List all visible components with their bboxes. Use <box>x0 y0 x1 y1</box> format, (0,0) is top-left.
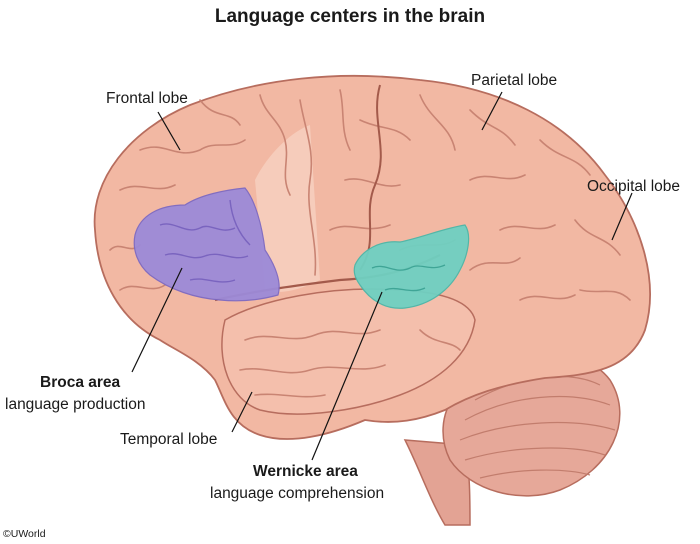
parietal-leader <box>481 91 503 131</box>
broca-gyri <box>159 199 251 283</box>
diagram-title: Language centers in the brain <box>214 6 486 27</box>
copyright-notice: ©UWorld <box>3 528 46 540</box>
temporal-lobe-outline <box>221 288 476 415</box>
broca-area <box>133 187 280 302</box>
frontal-leader <box>157 111 181 151</box>
broca-leader <box>131 267 183 373</box>
label-broca-area: Broca area <box>40 374 121 391</box>
label-occipital-lobe: Occipital lobe <box>587 178 681 195</box>
label-frontal-lobe: Frontal lobe <box>106 90 188 107</box>
occipital-leader <box>611 192 633 241</box>
central-sulcus <box>359 84 382 271</box>
label-broca-description: language production <box>5 396 146 413</box>
label-wernicke-description: language comprehension <box>210 485 385 502</box>
wernicke-leader <box>311 291 383 461</box>
leader-lines <box>131 91 633 461</box>
label-wernicke-area: Wernicke area <box>253 463 358 480</box>
label-temporal-lobe: Temporal lobe <box>120 431 218 448</box>
motor-strip-highlight <box>255 125 320 292</box>
temporal-leader <box>231 391 253 433</box>
label-parietal-lobe: Parietal lobe <box>471 72 558 89</box>
wernicke-gyri <box>371 264 446 292</box>
